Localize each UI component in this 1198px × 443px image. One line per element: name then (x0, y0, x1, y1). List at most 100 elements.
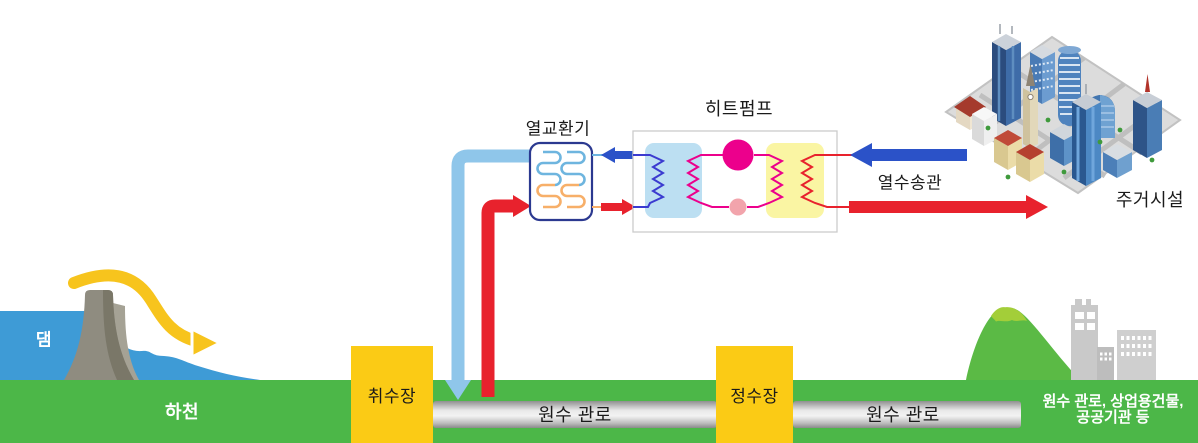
heat-pump-label: 히트펌프 (704, 99, 774, 119)
residential-label: 주거시설 (1115, 190, 1185, 210)
river-label: 하천 (164, 402, 200, 422)
return-pipe-body (451, 149, 530, 382)
tree (1097, 139, 1103, 145)
windows-dots (1100, 352, 1112, 361)
tree (1045, 117, 1051, 123)
intake-station-box: 취수장 (351, 346, 433, 443)
roof (994, 130, 1022, 146)
return-arrow-from-city (850, 143, 967, 167)
consumers-line1: 원수 관로, 상업용건물, (1042, 393, 1184, 410)
wall (994, 138, 1008, 170)
roof (1103, 144, 1132, 160)
roof (972, 107, 997, 121)
overflow-arrow-body (68, 269, 202, 347)
building-low-mall (1103, 144, 1132, 178)
spire (1026, 64, 1035, 86)
spire (1145, 74, 1150, 92)
wall (1133, 100, 1147, 158)
building-clock-tower (1023, 64, 1038, 148)
condenser-refrigerant-coil (747, 154, 785, 208)
expansion-valve-icon (729, 198, 747, 216)
condenser-water-coil (799, 154, 856, 208)
window (1087, 312, 1095, 319)
raw-water-pipe-left (433, 401, 717, 428)
building-roof-block (1075, 299, 1082, 307)
purification-plant-label: 정수장 (730, 387, 779, 406)
wall (1147, 100, 1162, 158)
hill (966, 307, 1080, 380)
building-white-midrise (972, 107, 997, 146)
heat-exchanger-unit (528, 141, 594, 222)
building-yellow-rowhouse-2 (1016, 144, 1044, 182)
coil-warm-right (560, 183, 586, 209)
overflow-arrow-head (190, 326, 224, 360)
wall (1117, 152, 1132, 178)
wall (1023, 88, 1030, 148)
overflow-arrow (64, 266, 224, 360)
dam-tower-shade (103, 290, 134, 380)
glass-stripes (997, 46, 1015, 121)
glass-stripes (1076, 107, 1095, 181)
compressor-icon (722, 139, 754, 171)
tree (985, 125, 991, 131)
building-center-skyscraper (1072, 84, 1101, 186)
hill-and-buildings (966, 299, 1156, 380)
intake-station-label: 취수장 (367, 387, 417, 406)
residential-city-illustration (944, 24, 1182, 195)
building-short (1097, 347, 1114, 380)
roof (1050, 124, 1079, 140)
window (1087, 323, 1095, 330)
supply-pipe-arrow-right (513, 195, 531, 217)
city-trees (985, 117, 1155, 180)
intake-return-pipe (445, 149, 530, 400)
wall (1030, 88, 1038, 148)
tree (1061, 169, 1067, 175)
roof (1072, 94, 1101, 110)
roof (1058, 46, 1081, 54)
tree (1005, 174, 1011, 180)
dam-and-river (0, 266, 260, 380)
hill-snow-cap (991, 307, 1027, 322)
raw-water-pipe-right (793, 401, 1021, 428)
supply-arrow-to-city (849, 195, 1048, 219)
window (1075, 323, 1084, 330)
raw-water-pipe-right-label: 원수 관로 (866, 405, 940, 425)
wall (1016, 152, 1030, 182)
roof (1016, 144, 1044, 160)
arrow-to-pump (601, 199, 636, 215)
building-dark-blue-tower (992, 24, 1021, 126)
wall (1050, 132, 1064, 166)
roof (1133, 92, 1162, 108)
dam-label: 댐 (35, 330, 53, 350)
raw-water-pipe-left-label: 원수 관로 (538, 405, 612, 425)
heat-transport-pipe-label: 열수송관 (877, 173, 943, 193)
clock-face (1027, 93, 1034, 101)
tree (1149, 157, 1155, 163)
antenna (999, 24, 1013, 34)
heat-exchanger-label: 열교환기 (525, 119, 591, 139)
river-water (108, 316, 260, 380)
intake-supply-pipe (481, 195, 531, 397)
evaporator-water-coil (633, 154, 666, 208)
coil-cold-left (536, 150, 562, 187)
evaporator (645, 143, 702, 218)
tree (1117, 127, 1123, 133)
window (1075, 312, 1084, 319)
consumers-label: 원수 관로, 상업용건물, 공공기관 등 (1032, 394, 1194, 425)
building-red-spire-tower (1133, 74, 1162, 158)
evaporator-refrigerant-coil (685, 154, 729, 208)
coil-cold-right (560, 150, 586, 187)
purification-plant-box: 정수장 (716, 346, 793, 443)
window-bands (1059, 57, 1080, 115)
roof (1030, 45, 1055, 59)
building-roof-block (1086, 299, 1091, 307)
heat-pump-unit (632, 130, 856, 233)
arrow-to-hx (601, 147, 636, 163)
return-pipe-arrow-down (445, 380, 471, 400)
wall (1103, 152, 1117, 178)
city-buildings-silhouette (1071, 299, 1156, 380)
wall (972, 114, 984, 146)
wall (1030, 152, 1044, 182)
